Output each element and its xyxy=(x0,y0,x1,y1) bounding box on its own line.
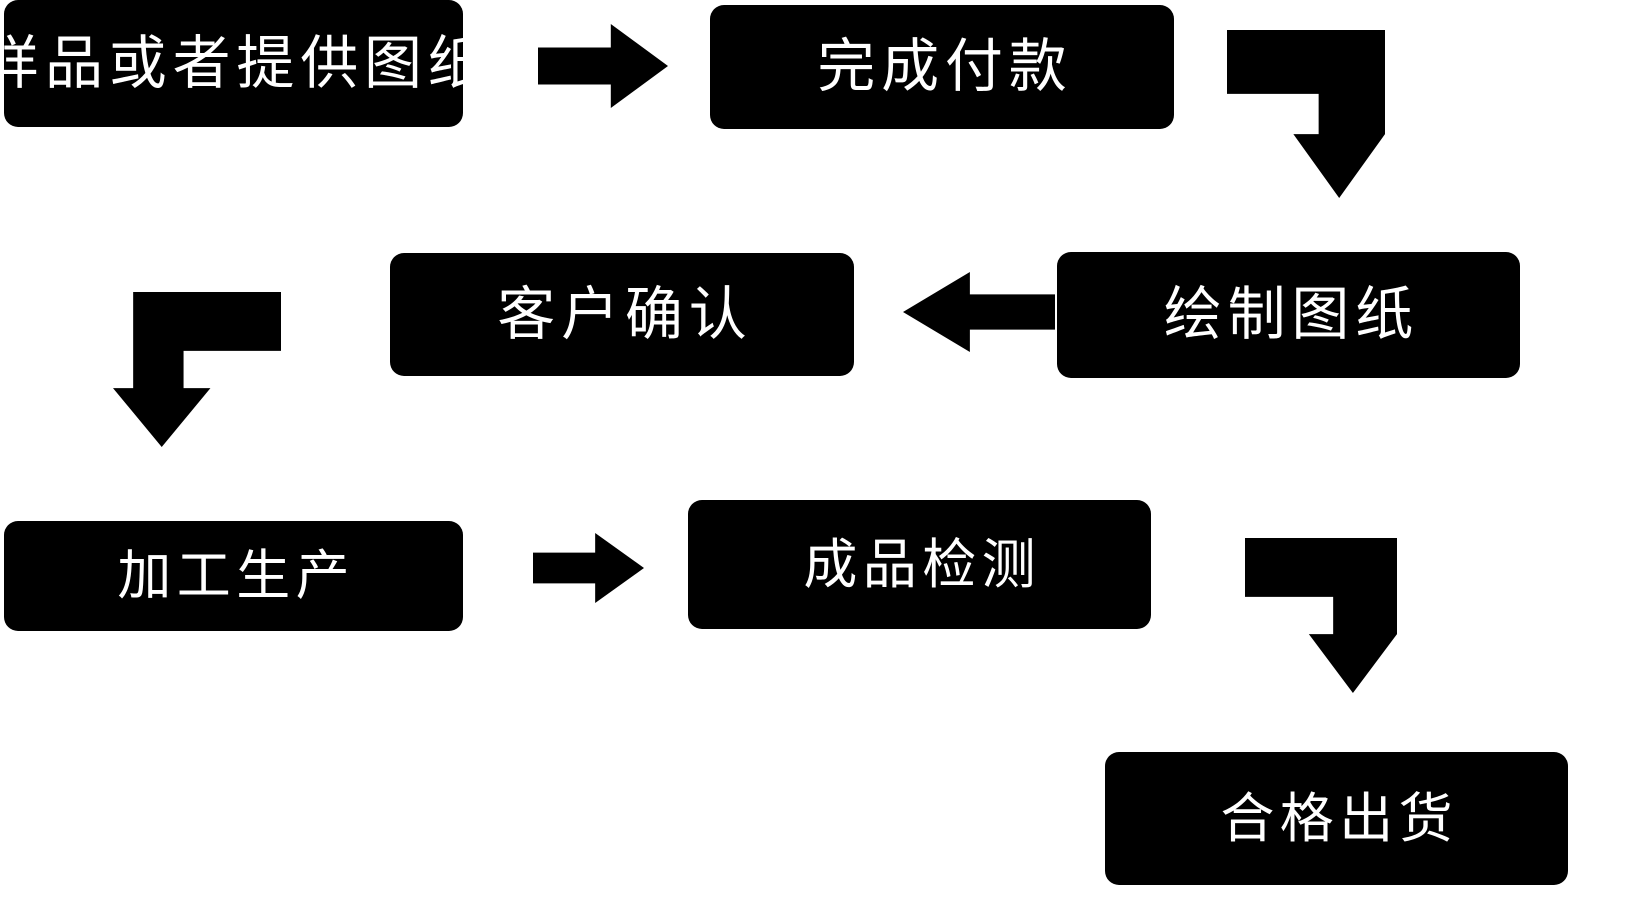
arrow-icon xyxy=(113,292,281,447)
flow-node-customer-confirm[interactable]: 客户确认 xyxy=(390,253,854,376)
flow-connector-elbow-right-down-inspection-to-shipment xyxy=(1245,538,1397,693)
arrow-icon xyxy=(533,533,644,603)
flow-node-production[interactable]: 加工生产 xyxy=(4,521,463,631)
flow-connector-arrow-right-production-to-inspection xyxy=(533,533,644,603)
arrow-icon xyxy=(1245,538,1397,693)
arrow-icon xyxy=(538,24,668,108)
flow-node-label: 合格出货 xyxy=(1220,788,1458,849)
flow-connector-elbow-left-down-confirm-to-production xyxy=(113,292,281,447)
arrow-icon xyxy=(1227,30,1385,198)
flow-node-sample-or-drawing[interactable]: 样品或者提供图纸 xyxy=(0,0,486,127)
flow-connector-arrow-left-drawing-to-confirm xyxy=(903,272,1055,352)
flow-node-draw-drawing[interactable]: 绘制图纸 xyxy=(1057,252,1520,378)
flow-node-finished-inspection[interactable]: 成品检测 xyxy=(688,500,1151,629)
flow-node-label: 客户确认 xyxy=(497,281,753,347)
flow-node-qualified-shipment[interactable]: 合格出货 xyxy=(1105,752,1568,885)
flow-connector-elbow-right-down-payment-to-drawing xyxy=(1227,30,1385,198)
flow-node-complete-payment[interactable]: 完成付款 xyxy=(710,5,1174,129)
flow-node-label: 成品检测 xyxy=(803,534,1041,595)
flow-connector-arrow-right-sample-to-payment xyxy=(538,24,668,108)
flow-node-label: 绘制图纸 xyxy=(1163,282,1419,347)
arrow-icon xyxy=(903,272,1055,352)
flow-node-label: 加工生产 xyxy=(117,546,355,606)
flow-node-label: 样品或者提供图纸 xyxy=(0,30,492,96)
flow-node-label: 完成付款 xyxy=(817,34,1073,99)
